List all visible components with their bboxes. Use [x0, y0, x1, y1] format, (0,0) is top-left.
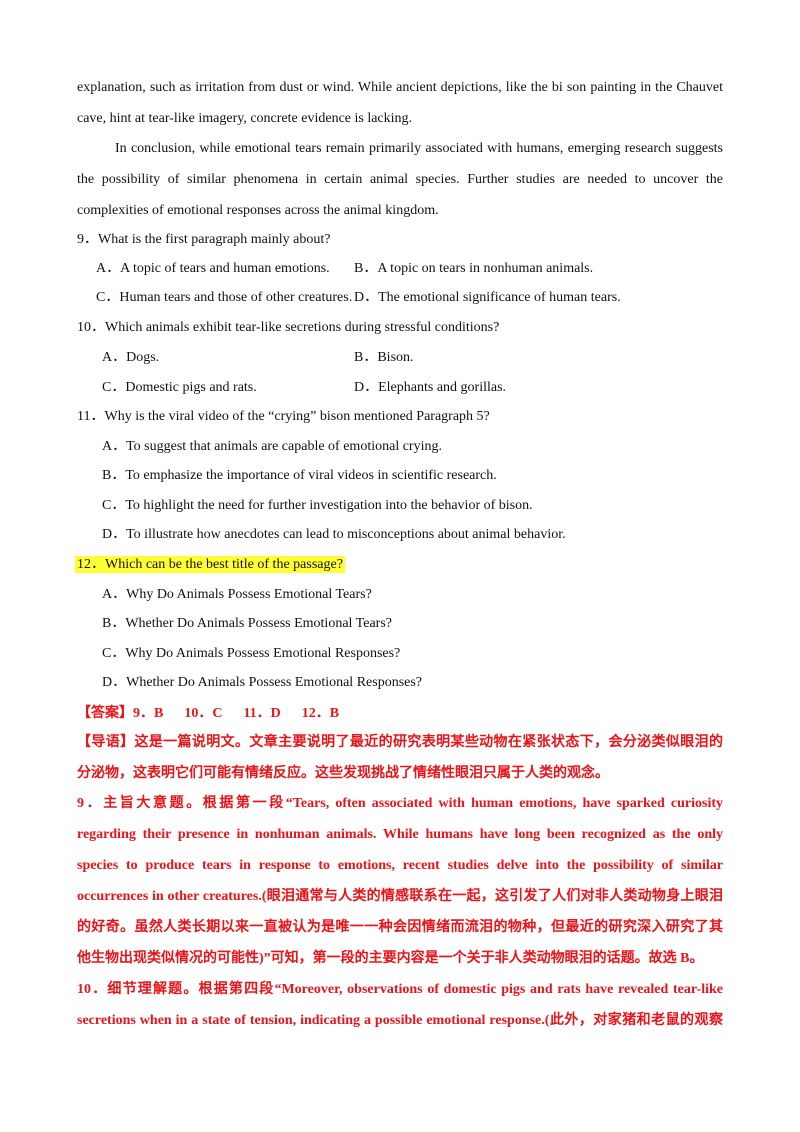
passage-line-5: complexities of emotional responses acro… — [77, 203, 439, 218]
explanation-line-4: regarding their presence in nonhuman ani… — [77, 827, 723, 842]
question-10-option-d: D．Elephants and gorillas. — [354, 380, 507, 395]
question-11-option-c: C．To highlight the need for further inve… — [102, 498, 533, 513]
answer-key: 【答案】9．B 10．C 11．D 12．B — [77, 706, 340, 721]
question-12-option-b: B．Whether Do Animals Possess Emotional T… — [102, 616, 393, 631]
question-10-option-a: A．Dogs. — [102, 350, 160, 365]
passage-line-4: the possibility of similar phenomena in … — [77, 172, 723, 187]
question-10-option-c: C．Domestic pigs and rats. — [102, 380, 257, 395]
question-9-option-b: B．A topic on tears in nonhuman animals. — [354, 261, 594, 276]
question-12-stem: 12．Which can be the best title of the pa… — [75, 555, 345, 575]
explanation-line-5: species to produce tears in response to … — [77, 858, 723, 873]
question-12-highlight: 12．Which can be the best title of the pa… — [75, 556, 345, 573]
explanation-line-7: 的好奇。虽然人类长期以来一直被认为是唯一一种会因情绪而流泪的物种，但最近的研究深… — [77, 920, 723, 935]
passage-line-2: cave, hint at tear-like imagery, concret… — [77, 111, 413, 126]
explanation-line-1: 【导语】这是一篇说明文。文章主要说明了最近的研究表明某些动物在紧张状态下，会分泌… — [77, 735, 723, 750]
passage-line-1: explanation, such as irritation from dus… — [77, 80, 723, 95]
explanation-line-8: 他生物出现类似情况的可能性)”可知，第一段的主要内容是一个关于非人类动物眼泪的话… — [77, 951, 704, 966]
question-11-stem: 11．Why is the viral video of the “crying… — [77, 409, 490, 424]
question-9-option-a: A．A topic of tears and human emotions. — [96, 261, 330, 276]
explanation-line-9: 10．细节理解题。根据第四段“Moreover, observations of… — [77, 982, 723, 997]
question-9-option-c: C．Human tears and those of other creatur… — [96, 290, 353, 305]
explanation-line-2: 分泌物，这表明它们可能有情绪反应。这些发现挑战了情绪性眼泪只属于人类的观念。 — [77, 766, 609, 781]
question-10-option-b: B．Bison. — [354, 350, 414, 365]
question-10-stem: 10．Which animals exhibit tear-like secre… — [77, 320, 500, 335]
question-9-option-d: D．The emotional significance of human te… — [354, 290, 621, 305]
question-12-option-c: C．Why Do Animals Possess Emotional Respo… — [102, 646, 401, 661]
question-11-option-d: D．To illustrate how anecdotes can lead t… — [102, 527, 566, 542]
question-12-option-d: D．Whether Do Animals Possess Emotional R… — [102, 675, 423, 690]
explanation-line-3: 9．主旨大意题。根据第一段“Tears, often associated wi… — [77, 796, 723, 811]
question-9-stem: 9．What is the first paragraph mainly abo… — [77, 232, 331, 247]
explanation-line-6: occurrences in other creatures.(眼泪通常与人类的… — [77, 889, 723, 904]
question-12-option-a: A．Why Do Animals Possess Emotional Tears… — [102, 587, 372, 602]
explanation-line-10: secretions when in a state of tension, i… — [77, 1013, 723, 1028]
question-11-option-a: A．To suggest that animals are capable of… — [102, 439, 442, 454]
question-11-option-b: B．To emphasize the importance of viral v… — [102, 468, 497, 483]
passage-line-3: In conclusion, while emotional tears rem… — [115, 141, 723, 156]
